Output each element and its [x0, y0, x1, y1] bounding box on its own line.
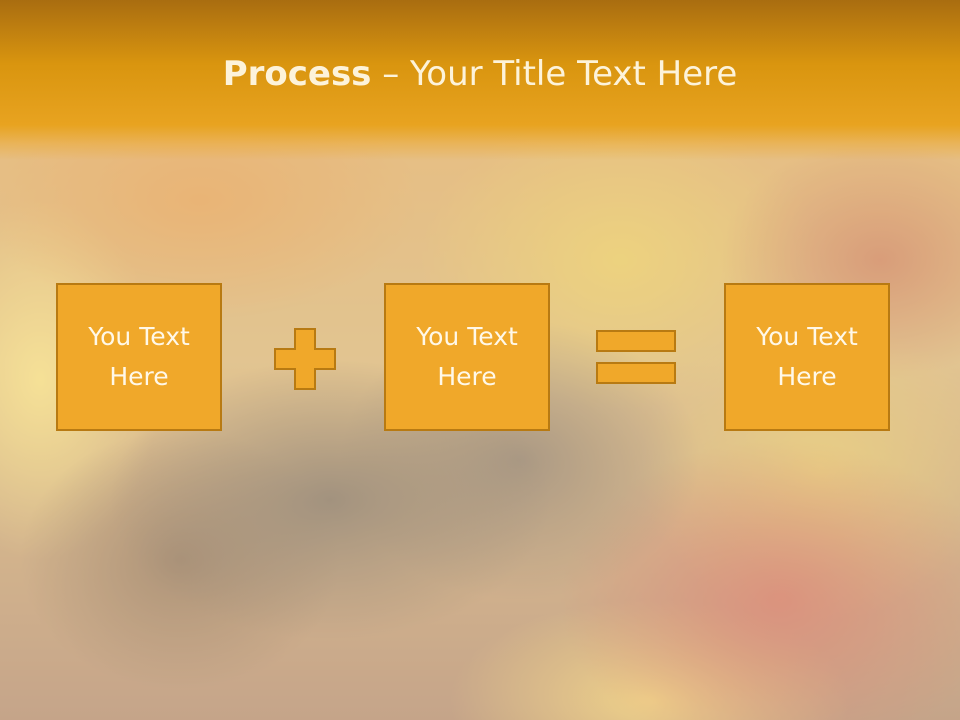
process-box-1: You Text Here [56, 283, 222, 431]
process-box-1-text: You Text Here [88, 322, 190, 391]
title-band [0, 0, 960, 160]
plus-icon [274, 328, 336, 390]
slide-title: Process – Your Title Text Here [0, 50, 960, 98]
equals-icon [596, 330, 676, 384]
process-box-3: You Text Here [724, 283, 890, 431]
title-bold-part: Process [222, 54, 372, 94]
process-box-2: You Text Here [384, 283, 550, 431]
title-rest-part: – Your Title Text Here [371, 54, 738, 94]
process-box-2-text: You Text Here [416, 322, 518, 391]
process-box-3-text: You Text Here [756, 322, 858, 391]
